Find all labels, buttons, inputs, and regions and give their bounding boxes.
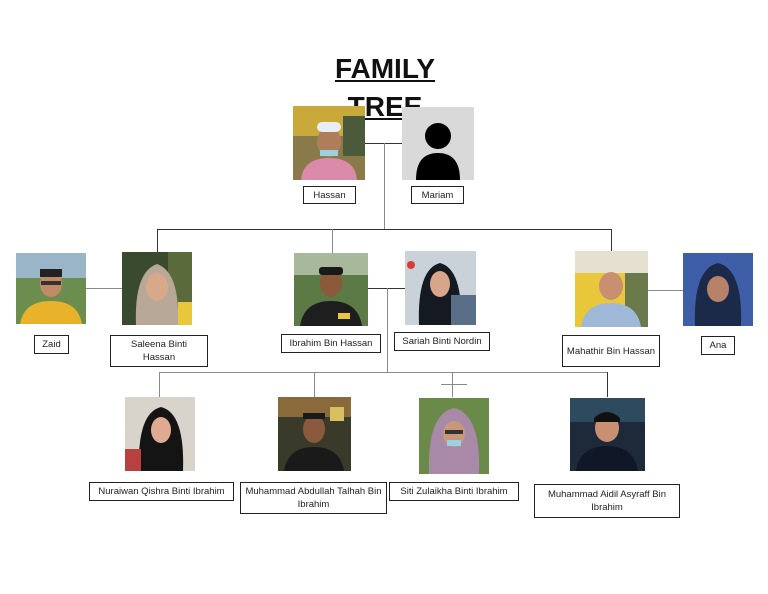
photo-zaid [16,253,86,324]
photo-ana [683,253,753,326]
drop-ibrahim [332,229,333,253]
photo-sariah [405,251,476,325]
couple-line-mahathir-ana [648,290,684,291]
photo-saleena [122,252,192,325]
photo-mahathir [575,251,648,327]
drop-aidil [607,372,608,397]
photo-ibrahim [294,253,368,326]
label-aidil: Muhammad Aidil Asyraff Bin Ibrahim [534,484,680,518]
label-abdullah: Muhammad Abdullah Talhah Bin Ibrahim [240,482,387,514]
photo-hassan [293,106,365,180]
photo-zulaikha [419,398,489,474]
label-nuraiwan: Nuraiwan Qishra Binti Ibrahim [89,482,234,501]
couple-line-zaid-saleena [86,288,123,289]
label-hassan: Hassan [303,186,356,204]
photo-mariam-placeholder [402,107,474,180]
label-ana: Ana [701,336,735,355]
trunk-gen1 [384,143,385,230]
divider-mark [441,384,467,385]
photo-abdullah [278,397,351,471]
label-ibrahim: Ibrahim Bin Hassan [281,334,381,353]
label-sariah: Sariah Binti Nordin [394,332,490,351]
page-title: FAMILY TREE [334,53,436,122]
sibling-bar-gen3 [159,372,608,373]
label-mariam: Mariam [411,186,464,204]
label-zaid: Zaid [34,335,69,354]
drop-mahathir [611,229,612,253]
photo-nuraiwan [125,397,195,471]
label-mahathir: Mahathir Bin Hassan [562,335,660,367]
trunk-gen2 [387,288,388,373]
drop-saleena [157,229,158,253]
drop-nuraiwan [159,372,160,397]
drop-abdullah [314,372,315,397]
label-saleena: Saleena Binti Hassan [110,335,208,367]
photo-aidil [570,398,645,471]
sibling-bar-gen2 [157,229,612,230]
label-zulaikha: Siti Zulaikha Binti Ibrahim [389,482,519,501]
